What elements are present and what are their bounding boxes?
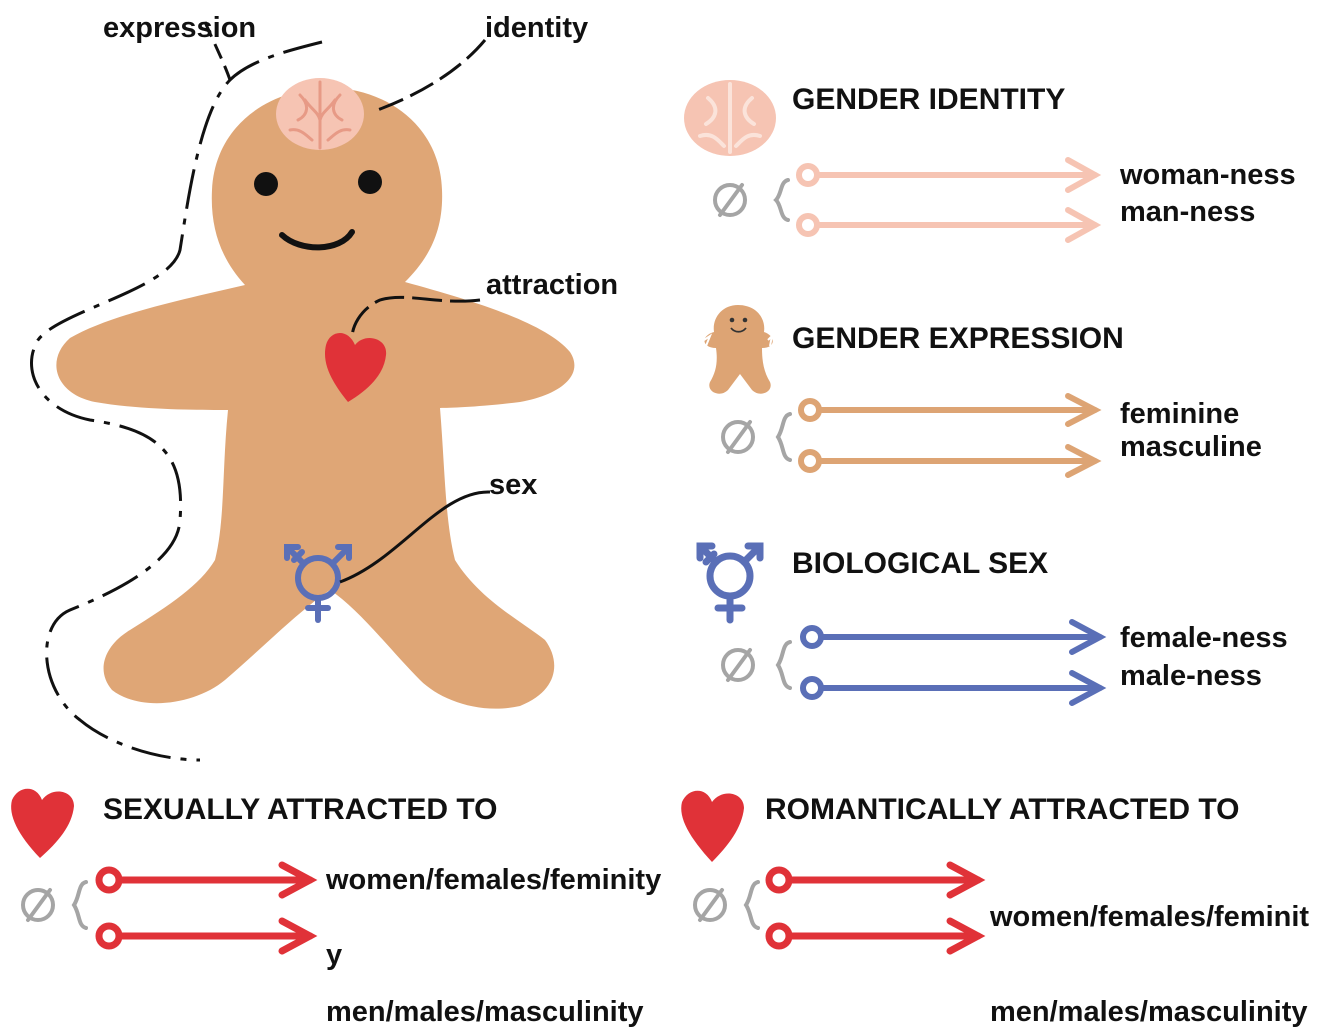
- sexual-arrows: [99, 865, 310, 951]
- expression-top-label: feminine: [1120, 400, 1239, 429]
- romantic-arrows: [769, 865, 978, 951]
- sexual-line1: women/females/feminity: [326, 866, 661, 895]
- romantic-line1: women/females/feminit: [990, 903, 1309, 932]
- romantic-title: ROMANTICALLY ATTRACTED TO: [765, 795, 1239, 825]
- expression-title: GENDER EXPRESSION: [792, 324, 1124, 354]
- brain-icon: [276, 78, 364, 150]
- expression-bottom-label: masculine: [1120, 433, 1262, 462]
- identity-leader: [372, 40, 485, 112]
- label-expression: expression: [103, 14, 256, 43]
- sex-bottom-label: male-ness: [1120, 662, 1262, 691]
- identity-bottom-label: man-ness: [1120, 198, 1255, 227]
- sex-transgender-symbol-icon: [700, 546, 760, 620]
- right-eye: [358, 170, 382, 194]
- sex-title: BIOLOGICAL SEX: [792, 549, 1048, 579]
- identity-brain-icon: [684, 80, 776, 156]
- label-attraction: attraction: [486, 271, 618, 300]
- sexual-line2: y: [326, 941, 342, 970]
- identity-top-label: woman-ness: [1120, 161, 1296, 190]
- sexual-heart-icon: [11, 789, 74, 858]
- identity-arrows: [799, 160, 1095, 240]
- sexual-line3: men/males/masculinity: [326, 998, 644, 1027]
- romantic-heart-icon: [681, 791, 744, 862]
- label-identity: identity: [485, 14, 588, 43]
- romantic-line2: men/males/masculinity: [990, 998, 1308, 1027]
- sex-arrows: [803, 622, 1100, 703]
- identity-title: GENDER IDENTITY: [792, 85, 1065, 115]
- expression-arrows: [801, 396, 1095, 475]
- sexual-title: SEXUALLY ATTRACTED TO: [103, 795, 497, 825]
- label-sex: sex: [489, 471, 537, 500]
- expression-gingerbread-icon: [704, 305, 773, 394]
- left-eye: [254, 172, 278, 196]
- sex-top-label: female-ness: [1120, 624, 1288, 653]
